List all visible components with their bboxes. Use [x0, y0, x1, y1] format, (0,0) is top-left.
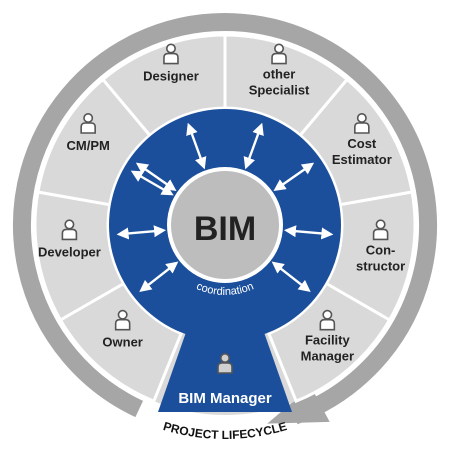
lifecycle-arrow-head	[267, 386, 330, 424]
person-icon	[80, 113, 96, 134]
bim-hub	[171, 171, 279, 279]
person-icon	[114, 309, 131, 331]
person-icon	[319, 309, 336, 331]
bim-manager-person-icon	[217, 352, 233, 374]
segment-cm-pm	[36, 77, 152, 207]
coordination-arrow	[271, 261, 311, 292]
bim-manager-label: BIM Manager	[178, 390, 272, 407]
stakeholder-label: Facility	[305, 333, 351, 348]
coordination-arrow	[139, 261, 179, 292]
person-icon	[372, 219, 389, 241]
stakeholder-label: other	[263, 67, 296, 82]
coordination-arrow	[243, 122, 264, 170]
stakeholder-label: Con-	[366, 242, 396, 257]
coordination-arrow	[186, 122, 207, 170]
stakeholder-developer: Developer	[38, 219, 101, 259]
stakeholder-label: Manager	[301, 349, 354, 364]
stakeholder-label: Developer	[38, 244, 101, 259]
coordination-arrow	[273, 162, 315, 192]
person-icon	[163, 43, 179, 65]
bim-center-label: BIM	[194, 210, 256, 248]
lifecycle-arc	[13, 13, 437, 425]
stakeholder-label: structor	[356, 258, 405, 273]
segment-facility-manager	[266, 281, 392, 404]
stakeholder-owner: Owner	[102, 309, 143, 350]
stakeholder-label: Estimator	[332, 152, 392, 167]
coordination-arrow	[130, 170, 174, 196]
stakeholder-label: Designer	[143, 69, 199, 84]
coordination-arrow	[116, 225, 167, 240]
stakeholder-label: Owner	[102, 335, 142, 350]
stakeholder-cm-pm: CM/PM	[66, 113, 110, 153]
person-icon	[271, 43, 287, 65]
stakeholder-label: Cost	[347, 136, 377, 151]
coordination-core	[109, 109, 341, 412]
coordination-caption: coordination	[195, 280, 256, 298]
stakeholder-label: Specialist	[249, 83, 310, 98]
lifecycle-ring	[13, 13, 437, 425]
stakeholder-constructor: Con-structor	[356, 219, 405, 273]
stakeholder-label: CM/PM	[66, 138, 109, 153]
coordination-arrow	[283, 225, 334, 240]
person-icon	[354, 113, 370, 134]
stakeholder-designer: Designer	[143, 43, 199, 84]
coordination-label: coordination	[195, 280, 256, 298]
person-icon	[61, 219, 78, 241]
